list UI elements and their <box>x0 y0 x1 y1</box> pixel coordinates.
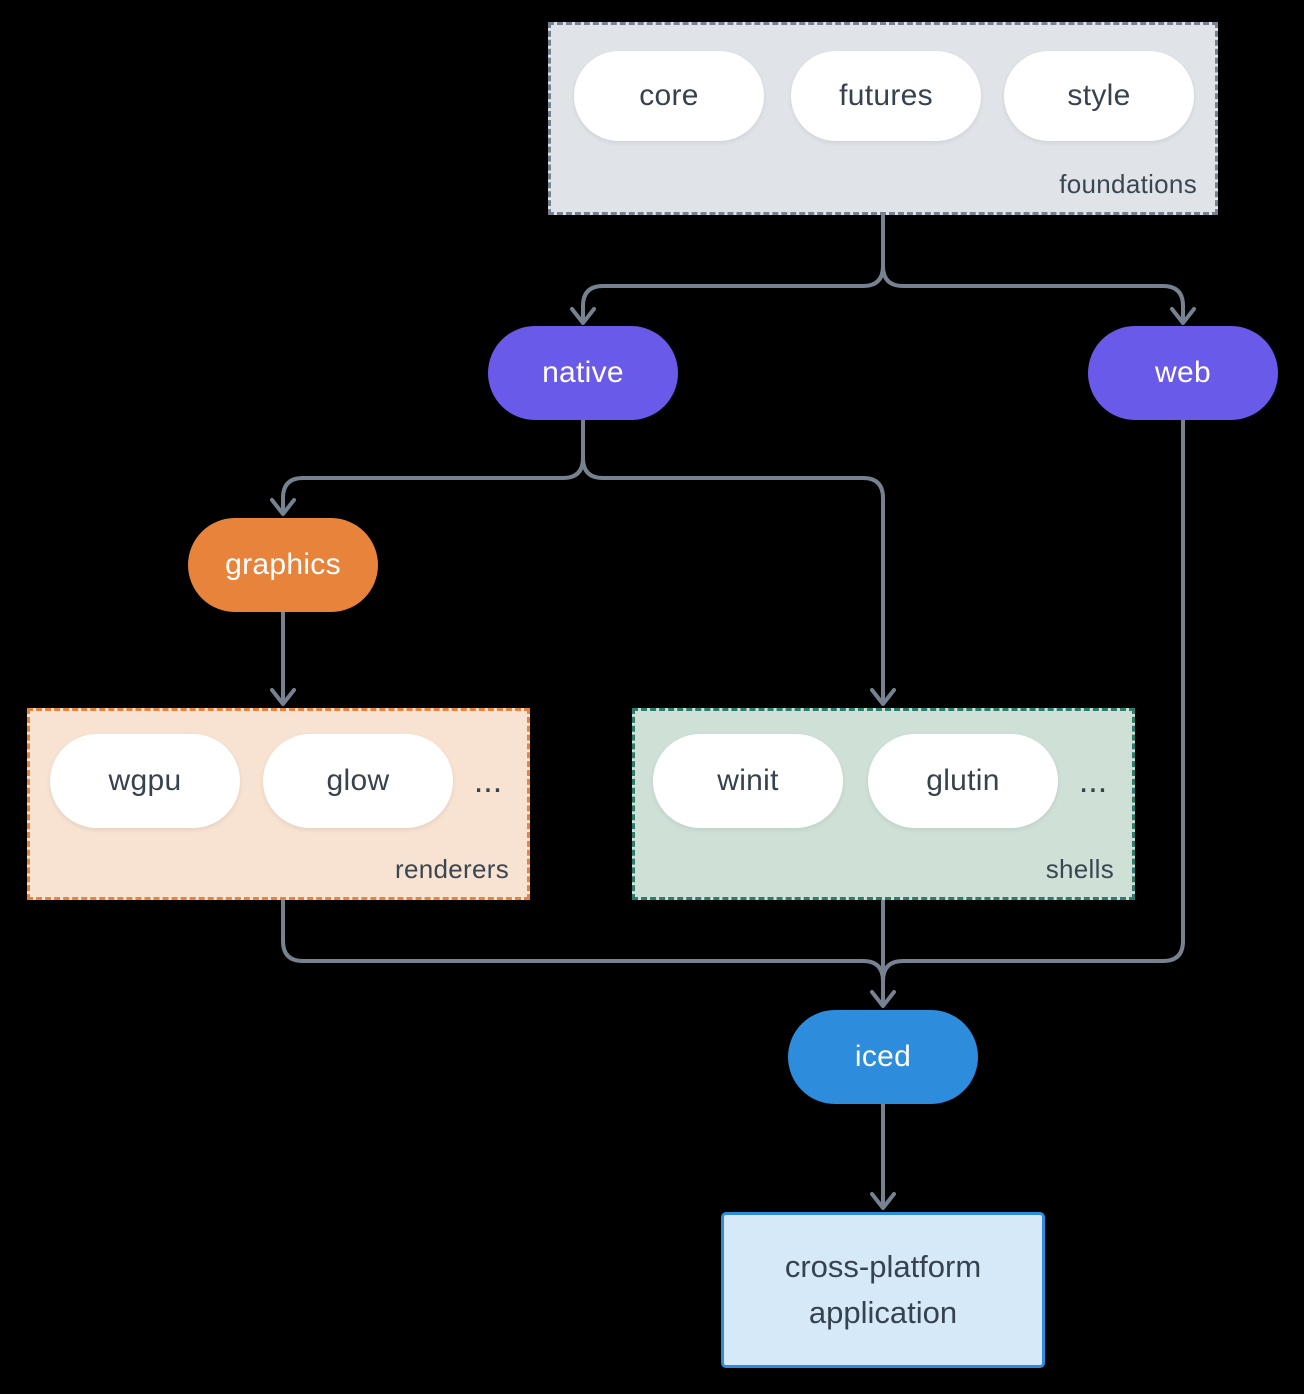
node-wgpu: wgpu <box>50 734 240 828</box>
node-native: native <box>488 326 678 420</box>
node-app-label: cross-platform application <box>784 1248 982 1331</box>
node-web-label: web <box>1155 356 1211 389</box>
edge-native-shells <box>581 456 885 703</box>
renderers-group-label: renderers <box>395 854 509 884</box>
edge-foundations-native <box>581 213 885 322</box>
arrowhead-iced <box>870 990 896 1008</box>
renderers-ellipsis: ... <box>473 761 503 800</box>
node-futures: futures <box>791 51 981 141</box>
node-graphics-label: graphics <box>225 548 341 581</box>
node-glutin-label: glutin <box>926 764 1000 797</box>
shells-group: winit glutin ... shells <box>632 708 1135 900</box>
node-cross-platform-application: cross-platform application <box>721 1212 1045 1368</box>
arrowhead-native <box>570 307 596 325</box>
node-glow: glow <box>263 734 453 828</box>
node-style-label: style <box>1067 79 1131 112</box>
arrowhead-renderers <box>270 688 296 706</box>
renderers-group: wgpu glow ... renderers <box>27 708 530 900</box>
foundations-group: core futures style foundations <box>548 22 1218 215</box>
shells-group-label: shells <box>1045 854 1114 884</box>
arrowhead-graphics <box>270 498 296 516</box>
node-futures-label: futures <box>839 79 933 112</box>
node-wgpu-label: wgpu <box>108 764 182 797</box>
arrowhead-app <box>870 1192 896 1210</box>
node-winit-label: winit <box>717 764 779 797</box>
node-glutin: glutin <box>868 734 1058 828</box>
arrowhead-shells <box>870 688 896 706</box>
node-iced-label: iced <box>854 1040 912 1073</box>
edge-renderers-iced <box>281 898 885 1005</box>
node-native-label: native <box>542 356 624 389</box>
node-core: core <box>574 51 764 141</box>
node-web: web <box>1088 326 1278 420</box>
shells-ellipsis: ... <box>1078 761 1108 800</box>
edge-native-graphics <box>281 418 585 513</box>
node-iced: iced <box>788 1010 978 1104</box>
foundations-group-label: foundations <box>1059 169 1197 199</box>
node-style: style <box>1004 51 1194 141</box>
node-glow-label: glow <box>326 764 390 797</box>
arrowhead-web <box>1170 307 1196 325</box>
node-winit: winit <box>653 734 843 828</box>
node-core-label: core <box>639 79 699 112</box>
edge-foundations-web <box>881 264 1185 322</box>
node-graphics: graphics <box>188 518 378 612</box>
